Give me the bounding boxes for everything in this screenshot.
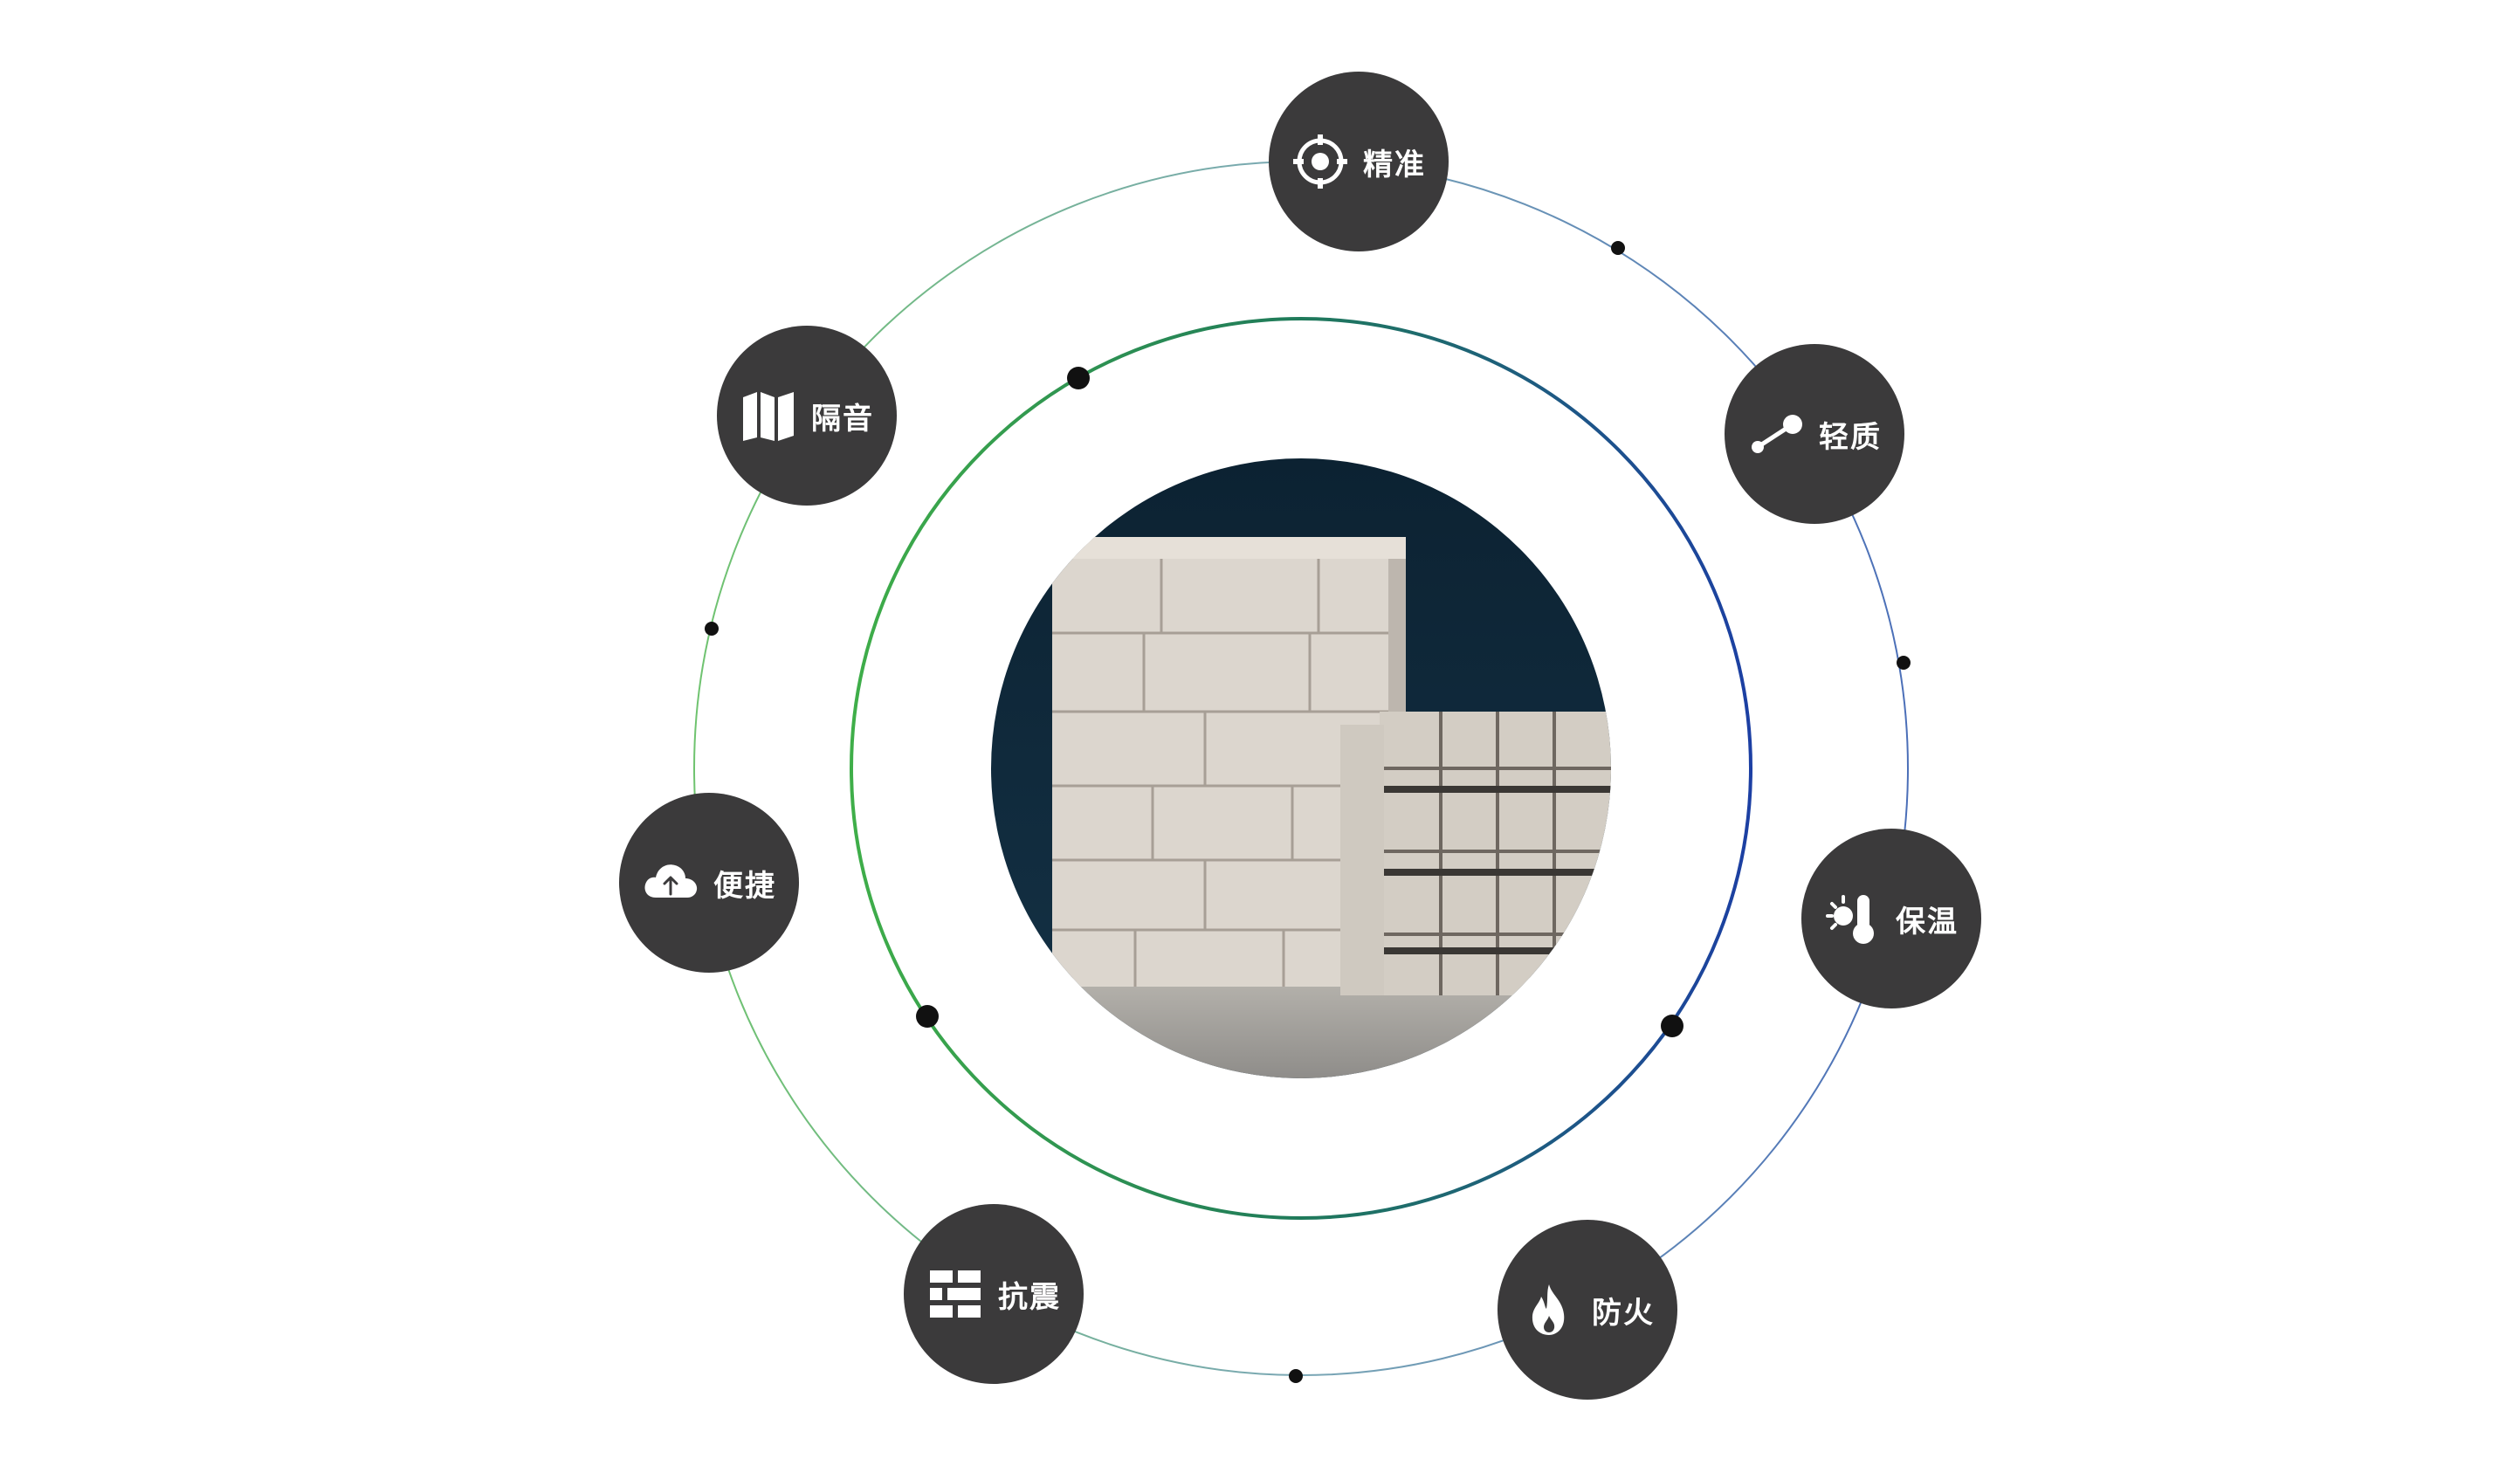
feature-node-precise: 精准 xyxy=(1269,72,1449,251)
flame-icon xyxy=(1520,1281,1578,1339)
feature-node-soundproof: 隔音 xyxy=(717,326,897,506)
orbit-dot xyxy=(1897,656,1911,670)
feature-node-seismic: 抗震 xyxy=(904,1204,1084,1384)
feature-node-insulation: 保温 xyxy=(1801,829,1981,1008)
orbit-dot xyxy=(916,1005,939,1028)
thermometer-icon xyxy=(1824,890,1882,947)
brick-wall-icon xyxy=(926,1265,984,1323)
cloud-upload-icon xyxy=(642,854,699,912)
feature-label: 抗震 xyxy=(998,1279,1061,1315)
block-wall-photo xyxy=(991,458,1611,1078)
feature-node-convenient: 便捷 xyxy=(619,793,799,973)
feature-label: 便捷 xyxy=(713,868,776,904)
feature-node-light: 轻质 xyxy=(1725,344,1904,524)
orbit-dot xyxy=(705,622,719,636)
target-icon xyxy=(1291,133,1349,190)
feature-label: 轻质 xyxy=(1819,419,1882,455)
feature-label: 保温 xyxy=(1896,904,1959,939)
inner-orbit xyxy=(850,317,1752,1220)
feature-label: 精准 xyxy=(1363,147,1426,182)
orbit-dot xyxy=(1067,367,1090,389)
feature-label: 隔音 xyxy=(811,401,874,437)
orbit-dot xyxy=(1289,1369,1303,1383)
folded-map-icon xyxy=(740,387,797,444)
orbit-dot xyxy=(1661,1015,1683,1037)
feature-node-fireproof: 防火 xyxy=(1498,1220,1677,1400)
orbit-dot xyxy=(1611,241,1625,255)
feature-label: 防火 xyxy=(1592,1295,1655,1331)
link-dot-icon xyxy=(1747,405,1805,463)
